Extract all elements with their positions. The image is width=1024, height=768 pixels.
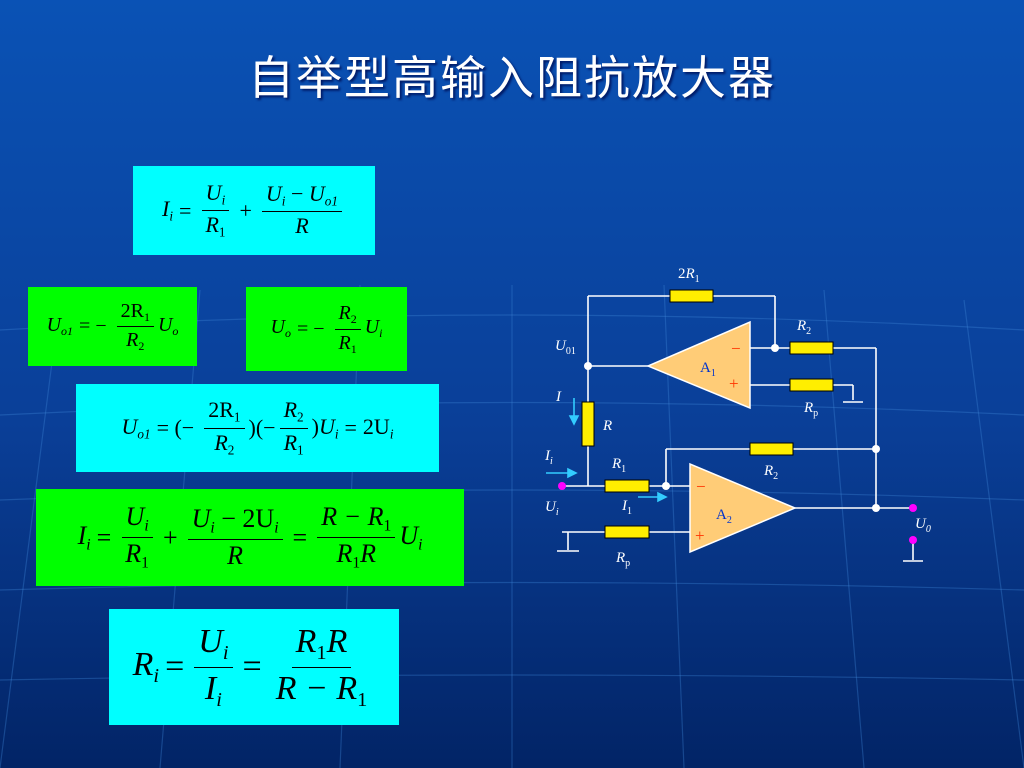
opamp-labels: A1 A2 (700, 360, 732, 526)
fraction: 2R1 R2 (204, 398, 245, 457)
equation-uo: Uo = − R2 R1 Ui (246, 287, 407, 371)
a2-plus-sign: + (695, 526, 705, 545)
label-a1: A1 (700, 360, 716, 379)
slide-title: 自举型高输入阻抗放大器 (248, 51, 776, 105)
opamp-a2 (689, 462, 797, 554)
resistor-r2-mid (749, 442, 794, 456)
opamp-a1 (646, 320, 751, 410)
fraction: R2 R1 (279, 398, 308, 457)
circuit-labels: 2R1 R2 Rp U01 I R Ii R1 R2 Ui I1 U0 Rp (544, 266, 931, 569)
equation-uo1-expanded: Uo1 = (− 2R1 R2 )(− R2 R1 )Ui = 2Ui (76, 384, 439, 472)
label-i: I (555, 389, 562, 405)
label-ui: Ui (545, 499, 559, 518)
label-u0: U0 (915, 516, 931, 535)
resistor-r (581, 401, 595, 447)
a2-minus-sign: − (696, 477, 706, 496)
junction-dots (584, 344, 880, 512)
fraction: R2 R1 (334, 302, 361, 356)
terminals (558, 482, 917, 544)
label-rp-top: Rp (803, 400, 818, 419)
label-rp-bottom: Rp (615, 550, 630, 569)
resistor-r2-top (789, 341, 834, 355)
label-i1: I1 (621, 498, 632, 517)
label-u01: U01 (555, 338, 576, 357)
circuit-wires (557, 295, 923, 562)
resistor-rp-bottom (604, 525, 650, 539)
fraction: Ui R1 (201, 180, 230, 240)
output-ground-terminal (909, 536, 917, 544)
current-arrows (546, 398, 668, 503)
equation-input-current-result: Ii = Ui R1 + Ui − 2Ui R = R − R1 R1R Ui (36, 489, 464, 586)
resistor-rp-top (789, 378, 834, 392)
label-ii: Ii (544, 448, 553, 467)
circuit-diagram: 2R1 R2 Rp U01 I R Ii R1 R2 Ui I1 U0 Rp A… (544, 266, 931, 569)
fraction: Ui − Uo1 R (261, 182, 342, 238)
arrow-down-icon (568, 415, 580, 426)
resistor-r1 (604, 479, 650, 493)
opamp-signs: − + − + (695, 339, 741, 545)
fraction: 2R1 R2 (116, 300, 154, 354)
fraction: Ui Ii (194, 623, 233, 711)
label-r2-top: R2 (796, 318, 811, 337)
label-r: R (602, 418, 612, 434)
resistor-2r1 (669, 289, 714, 303)
label-r2-mid: R2 (763, 463, 778, 482)
equation-uo1: Uo1 = − 2R1 R2 Uo (28, 287, 197, 366)
fraction: R − R1 R1R (317, 503, 396, 571)
label-2r1: 2R1 (678, 266, 700, 285)
a1-minus-sign: − (731, 339, 741, 358)
equation-input-current: Ii = Ui R1 + Ui − Uo1 R (133, 166, 375, 255)
arrow-right-icon (567, 467, 578, 479)
fraction: R1R R − R1 (275, 622, 368, 711)
arrow-right-icon (657, 491, 668, 503)
label-r1: R1 (611, 456, 626, 475)
a1-plus-sign: + (729, 374, 739, 393)
label-a2: A2 (716, 507, 732, 526)
resistors (581, 289, 834, 539)
equation-input-resistance: Ri = Ui Ii = R1R R − R1 (109, 609, 399, 725)
output-terminal (909, 504, 917, 512)
input-terminal (558, 482, 566, 490)
fraction: Ui − 2Ui R (187, 504, 283, 570)
fraction: Ui R1 (121, 503, 153, 571)
